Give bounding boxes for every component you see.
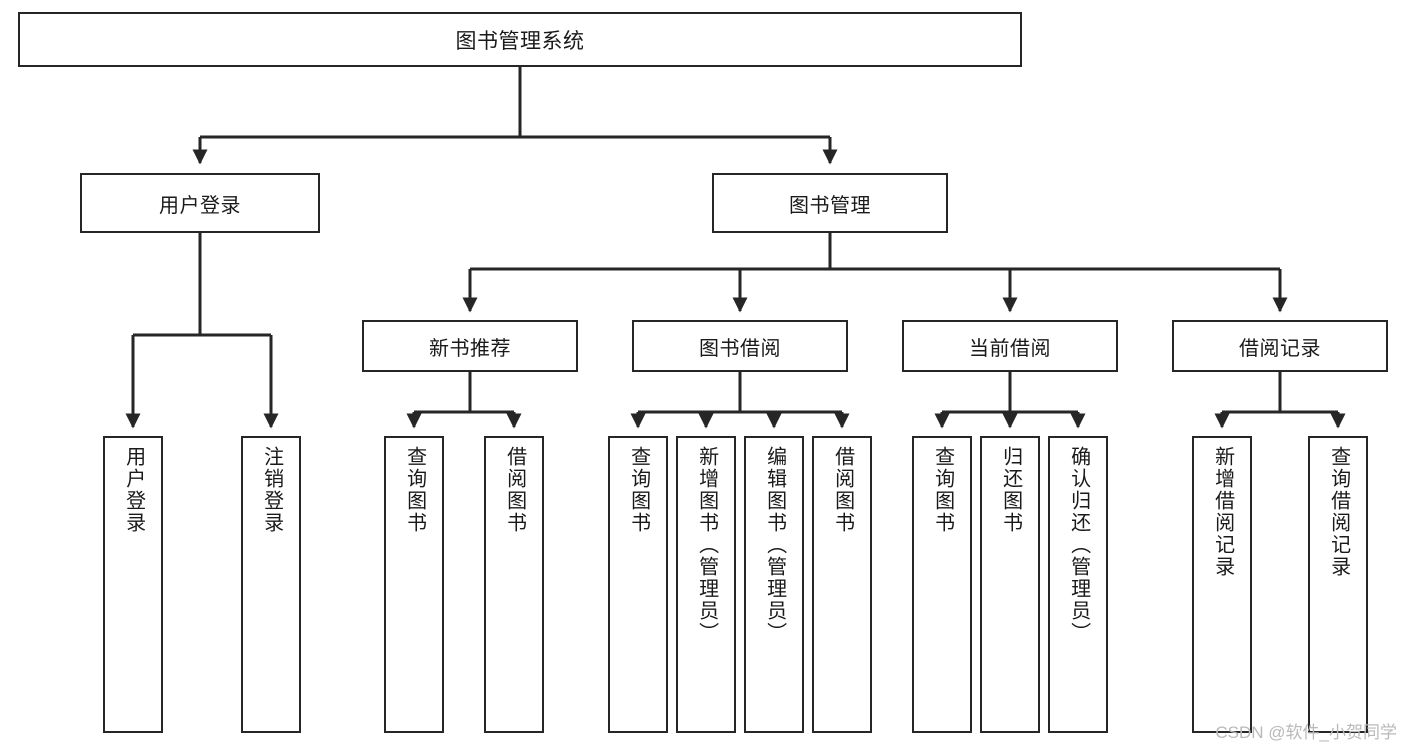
leaf-borrow-book-2[interactable]: 借阅图书 — [812, 436, 872, 733]
leaf-logout[interactable]: 注销登录 — [241, 436, 301, 733]
node-user-login-label: 用户登录 — [159, 194, 241, 217]
leaf-borrow-book-1-label: 借阅图书 — [503, 446, 526, 534]
node-root-label: 图书管理系统 — [455, 29, 585, 53]
node-book-borrow[interactable]: 图书借阅 — [632, 320, 848, 372]
node-user-login[interactable]: 用户登录 — [80, 173, 320, 233]
leaf-user-login-label: 用户登录 — [122, 446, 145, 534]
node-new-book-recommend-label: 新书推荐 — [429, 337, 511, 360]
node-current-borrow[interactable]: 当前借阅 — [902, 320, 1118, 372]
node-new-book-recommend[interactable]: 新书推荐 — [362, 320, 578, 372]
leaf-query-borrow-record-label: 查询借阅记录 — [1327, 446, 1350, 578]
leaf-query-book-2[interactable]: 查询图书 — [608, 436, 668, 733]
leaf-add-borrow-record-label: 新增借阅记录 — [1211, 446, 1234, 578]
leaf-edit-book-admin-label: 编辑图书（管理员） — [763, 446, 786, 644]
node-current-borrow-label: 当前借阅 — [969, 337, 1051, 360]
node-book-borrow-label: 图书借阅 — [699, 337, 781, 360]
leaf-borrow-book-2-label: 借阅图书 — [831, 446, 854, 534]
leaf-borrow-book-1[interactable]: 借阅图书 — [484, 436, 544, 733]
leaf-confirm-return-admin[interactable]: 确认归还（管理员） — [1048, 436, 1108, 733]
node-book-management[interactable]: 图书管理 — [712, 173, 948, 233]
leaf-add-book-admin-label: 新增图书（管理员） — [695, 446, 718, 644]
leaf-query-book-3-label: 查询图书 — [931, 446, 954, 534]
leaf-return-book[interactable]: 归还图书 — [980, 436, 1040, 733]
leaf-user-login[interactable]: 用户登录 — [103, 436, 163, 733]
leaf-query-book-3[interactable]: 查询图书 — [912, 436, 972, 733]
node-root[interactable]: 图书管理系统 — [18, 12, 1022, 67]
node-borrow-record[interactable]: 借阅记录 — [1172, 320, 1388, 372]
node-book-management-label: 图书管理 — [789, 194, 871, 217]
leaf-query-borrow-record[interactable]: 查询借阅记录 — [1308, 436, 1368, 733]
leaf-edit-book-admin[interactable]: 编辑图书（管理员） — [744, 436, 804, 733]
node-borrow-record-label: 借阅记录 — [1239, 337, 1321, 360]
leaf-query-book-1-label: 查询图书 — [403, 446, 426, 534]
leaf-query-book-1[interactable]: 查询图书 — [384, 436, 444, 733]
leaf-return-book-label: 归还图书 — [999, 446, 1022, 534]
leaf-query-book-2-label: 查询图书 — [627, 446, 650, 534]
leaf-add-borrow-record[interactable]: 新增借阅记录 — [1192, 436, 1252, 733]
leaf-add-book-admin[interactable]: 新增图书（管理员） — [676, 436, 736, 733]
leaf-logout-label: 注销登录 — [260, 446, 283, 534]
leaf-confirm-return-admin-label: 确认归还（管理员） — [1067, 446, 1090, 644]
